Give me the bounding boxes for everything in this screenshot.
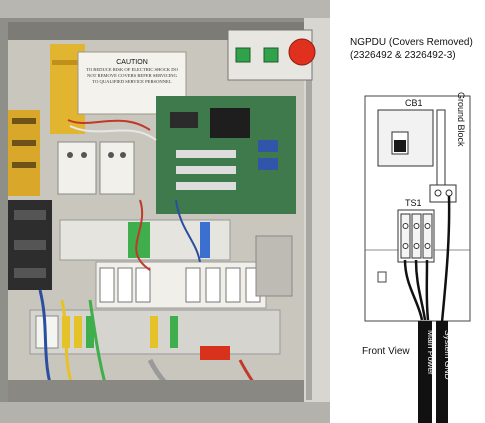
start-button-2 bbox=[263, 47, 279, 63]
main-power-cable bbox=[418, 321, 432, 423]
ground-block-label: Ground Block bbox=[456, 92, 466, 147]
enclosure-top-edge bbox=[0, 0, 330, 18]
ground-bar bbox=[436, 109, 446, 186]
cabinet-photo: CAUTION TO REDUCE RISK OF ELECTRIC SHOCK… bbox=[0, 0, 330, 423]
caution-body: TO REDUCE RISK OF ELECTRIC SHOCK DO NOT … bbox=[86, 67, 178, 84]
system-gnd-label: System GND bbox=[443, 330, 453, 380]
right-module bbox=[255, 235, 293, 297]
cable-wires bbox=[403, 195, 451, 323]
cabinet-floor bbox=[8, 380, 304, 402]
cb1-label: CB1 bbox=[405, 98, 423, 108]
left-terminal-column bbox=[8, 110, 40, 196]
stop-button bbox=[288, 38, 316, 66]
start-button bbox=[235, 47, 251, 63]
contactor-2 bbox=[99, 141, 135, 195]
front-view-label: Front View bbox=[362, 346, 410, 357]
main-power-label: Main Power bbox=[426, 330, 436, 375]
system-gnd-cable bbox=[436, 321, 448, 423]
contactor-1 bbox=[57, 141, 97, 195]
diagram-title-line1: NGPDU (Covers Removed) bbox=[350, 37, 473, 48]
diagram-title-line2: (2326492 & 2326492-3) bbox=[350, 50, 456, 61]
red-fuse bbox=[200, 346, 230, 360]
caution-title: CAUTION bbox=[116, 59, 148, 66]
ngpdu-diagram: NGPDU (Covers Removed) (2326492 & 232649… bbox=[350, 37, 473, 423]
cabinet-base bbox=[0, 402, 330, 423]
ts1-label: TS1 bbox=[405, 198, 422, 208]
